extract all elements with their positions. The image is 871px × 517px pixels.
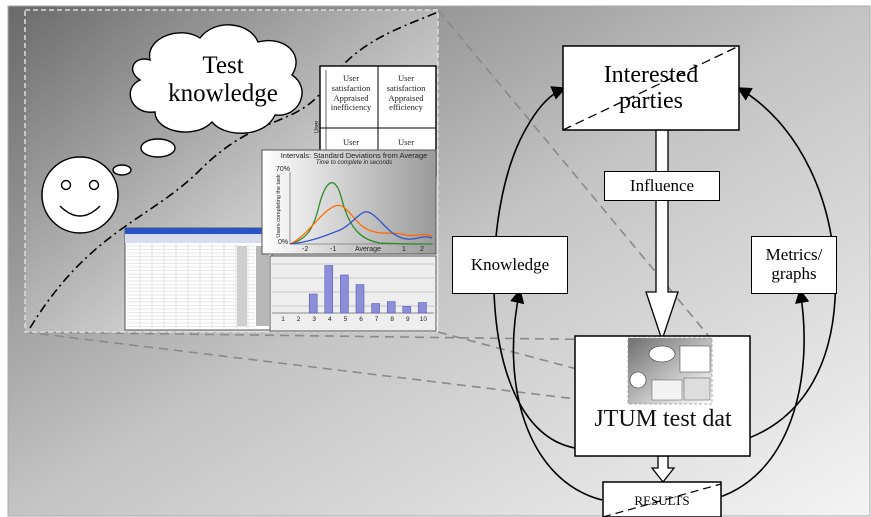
line-chart-subtitle: Time to complete in seconds [315,160,393,166]
histogram-tick-label: 7 [374,316,379,323]
histogram-bar [386,301,396,314]
matrix-side-label: User [314,120,321,134]
influence-hollow-arrow [645,129,679,343]
thought-bubble-small [112,164,132,176]
interested-parties-text: Interested parties [603,61,699,114]
metrics-graphs-text: Metrics/ graphs [765,245,823,283]
histogram-bar [418,302,427,314]
metrics-graphs-box: Metrics/ graphs [751,236,837,294]
knowledge-box: Knowledge [452,236,568,294]
histogram-bar [308,293,318,314]
histogram-bar [324,265,334,314]
matrix-cell-bottom-left: User [342,137,360,147]
histogram-tick-label: 10 [419,316,427,323]
line-chart-xtick: 2 [420,246,424,253]
series-blue-line [289,211,433,245]
line-chart-xtick: Average [355,246,381,253]
line-chart-ylabel: Users completing the task [276,174,282,238]
histogram [269,255,437,332]
smiley-face [41,156,119,234]
thought-cloud [112,24,303,176]
histogram-bar [402,306,412,314]
histogram-tick-label: 6 [359,316,363,323]
smile [59,205,101,217]
histogram-tick-label: 1 [281,316,285,323]
results-hollow-arrow [650,455,676,484]
left-inner-arrow [510,288,603,501]
left-cycle-arrow [493,86,576,449]
histogram-tick-label: 5 [343,316,348,323]
histogram-tick-label: 9 [405,316,410,323]
matrix-cell-top-left: User satisfaction Appraised inefficiency [330,73,372,113]
influence-box: Influence [604,171,720,201]
line-chart-xtick: -1 [330,246,337,253]
jtum-label: JTUM test dat [594,406,732,432]
thought-bubble-large [140,138,176,158]
histogram-bar [355,284,365,314]
line-chart [261,149,437,255]
left-eye [60,179,72,191]
histogram-bar [340,274,349,314]
histogram-tick-label: 4 [327,316,332,323]
line-chart-ytick-bottom: 0% [278,239,289,246]
right-cycle-arrow [704,87,837,449]
results-label: RESULTS [634,493,690,508]
matrix-cell-top-right: User satisfaction Appraised efficiency [386,73,426,113]
line-chart-title: Intervals: Standard Deviations from Aver… [280,151,428,160]
line-chart-ytick-top: 70% [276,166,291,173]
line-chart-xtick: 1 [402,246,406,253]
series-orange-line [289,204,433,245]
histogram-tick-label: 8 [390,316,394,323]
flow-diagram [493,45,837,517]
histogram-tick-label: 2 [296,316,301,323]
histogram-bar [371,303,380,314]
matrix-cell-bottom-right: User [397,137,415,147]
right-inner-arrow [709,288,810,501]
histogram-tick-label: 3 [312,316,316,323]
thought-text: Test knowledge [168,52,278,107]
interested-parties-label: Interested parties [564,47,738,129]
right-eye [88,179,100,191]
line-chart-xtick: -2 [302,246,309,253]
spreadsheet-thumbnail [124,227,273,331]
